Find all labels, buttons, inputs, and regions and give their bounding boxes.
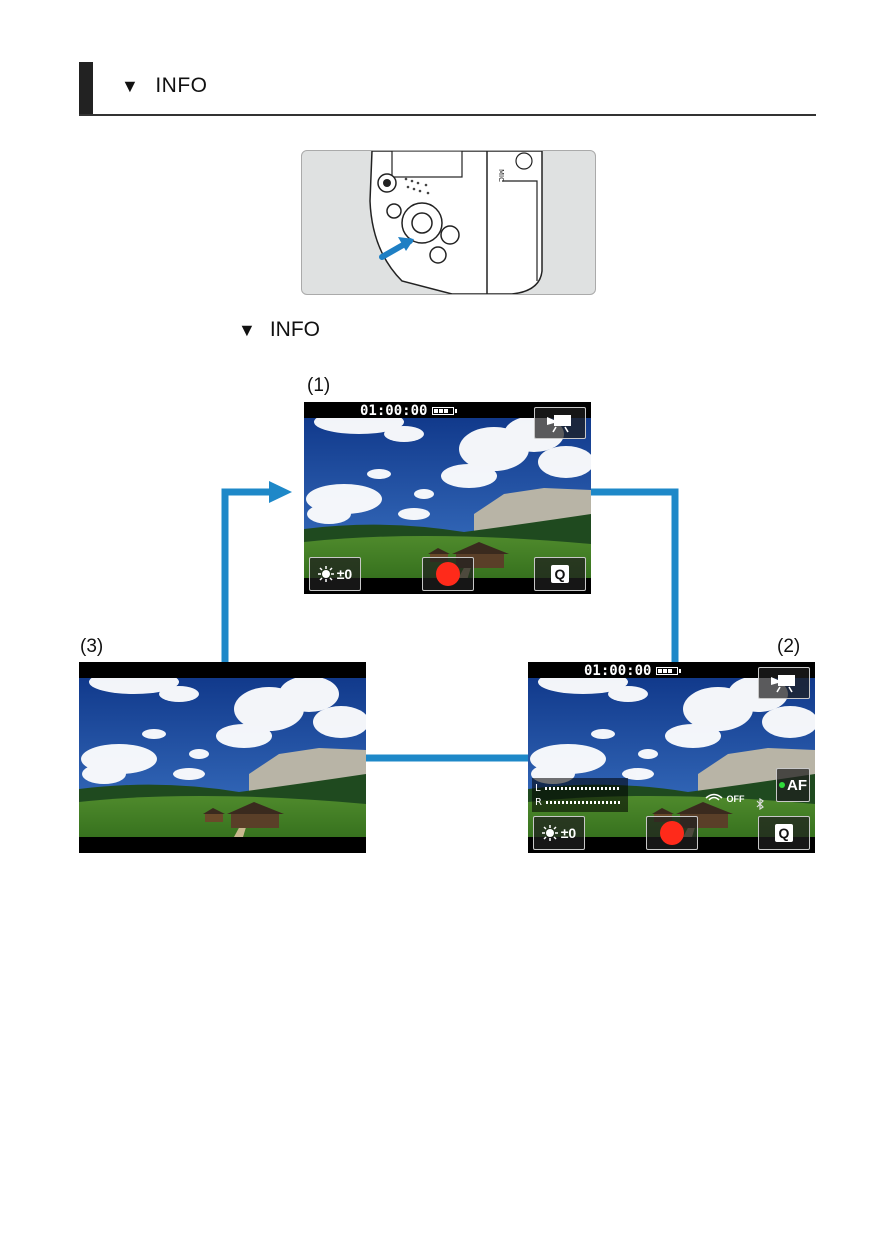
arrow-3-to-1 <box>221 488 272 662</box>
wifi-status: OFF <box>704 792 745 804</box>
bluetooth-icon <box>756 798 764 810</box>
instruction-line: ▼ INFO <box>238 318 320 342</box>
sun-icon <box>541 825 558 841</box>
record-button[interactable] <box>422 557 474 591</box>
down-triangle-icon: ▼ <box>121 75 140 96</box>
quick-control-button[interactable]: Q <box>534 557 586 591</box>
timecode-text: 01:00:00 <box>360 403 428 419</box>
quick-control-button[interactable]: Q <box>758 816 810 850</box>
screen-display-1: 01:00:00 ±0 Q <box>304 402 591 594</box>
section-heading-text: INFO <box>155 74 208 97</box>
timecode-text: 01:00:00 <box>584 663 652 679</box>
label-screen-2: (2) <box>777 636 801 657</box>
screen-display-2: 01:00:00 L R OFF AF ±0 Q <box>528 662 815 853</box>
wifi-icon <box>705 793 723 801</box>
section-heading: ▼ INFO <box>121 74 208 98</box>
exposure-comp-button[interactable]: ±0 <box>533 816 585 850</box>
exposure-comp-button[interactable]: ±0 <box>309 557 361 591</box>
movie-camera-icon <box>771 675 795 693</box>
movie-mode-button[interactable] <box>534 407 586 439</box>
screen-display-3 <box>79 662 366 853</box>
q-icon: Q <box>775 824 793 842</box>
arrow-1-to-2 <box>591 488 679 662</box>
audio-right-bars <box>545 801 620 804</box>
down-triangle-icon: ▼ <box>238 319 256 340</box>
bottom-info-bar <box>79 837 366 853</box>
record-button[interactable] <box>646 816 698 850</box>
record-dot-icon <box>660 821 684 845</box>
landscape-image <box>79 674 366 850</box>
exposure-value: ±0 <box>560 825 577 841</box>
sun-icon <box>317 566 334 582</box>
label-screen-1: (1) <box>307 375 331 396</box>
arrow-head-icon <box>269 481 292 503</box>
wifi-status-text: OFF <box>726 794 745 804</box>
audio-left-bars <box>544 787 619 790</box>
audio-level-meter: L R <box>532 778 628 812</box>
battery-icon <box>656 667 682 675</box>
af-label: AF <box>787 776 807 794</box>
recording-time: 01:00:00 <box>584 662 682 680</box>
movie-mode-button[interactable] <box>758 667 810 699</box>
movie-camera-icon <box>547 415 571 433</box>
svg-text:MIC: MIC <box>497 169 505 182</box>
section-marker-bar <box>79 62 93 116</box>
camera-button-illustration: MIC <box>301 150 596 295</box>
label-screen-3: (3) <box>80 636 104 657</box>
audio-right-label: R <box>535 797 542 808</box>
exposure-value: ±0 <box>336 566 353 582</box>
recording-time: 01:00:00 <box>360 402 458 420</box>
top-info-bar <box>79 662 366 678</box>
af-method-button[interactable]: AF <box>776 768 810 802</box>
section-rule <box>79 114 816 116</box>
q-icon: Q <box>551 565 569 583</box>
instruction-text: INFO <box>269 318 320 341</box>
record-dot-icon <box>436 562 460 586</box>
audio-left-label: L <box>535 783 541 794</box>
af-indicator-icon <box>779 782 785 788</box>
battery-icon <box>432 407 458 415</box>
camera-back-illustration: MIC <box>369 151 543 294</box>
